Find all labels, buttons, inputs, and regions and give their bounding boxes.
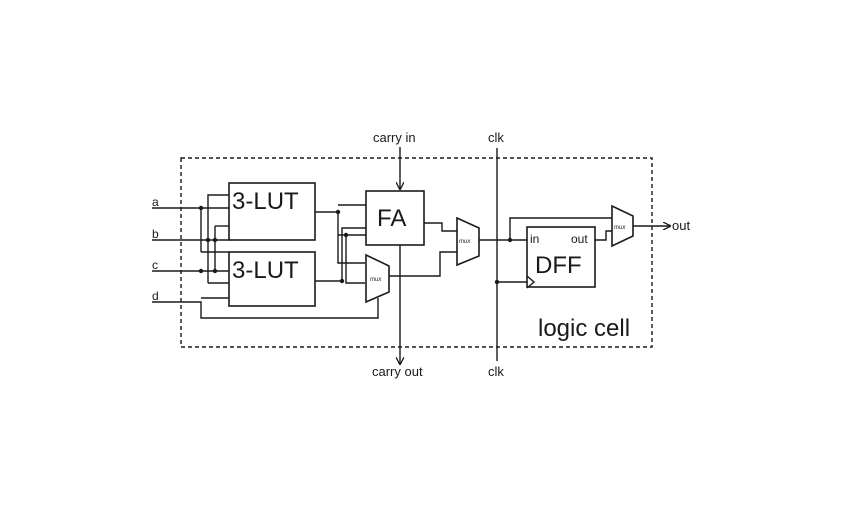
lut-output-wiring: [315, 204, 366, 284]
logic-cell-boundary: [180, 157, 653, 348]
clk-bottom-label: clk: [488, 364, 504, 379]
register-wiring: [479, 217, 612, 285]
carry-in-label: carry in: [373, 130, 416, 145]
input-a: a: [152, 195, 229, 209]
input-c-label: c: [152, 258, 158, 272]
output-label: out: [672, 218, 690, 233]
lut-mux: [365, 253, 390, 304]
dff-out-label: out: [571, 232, 588, 246]
logic-cell-label: logic cell: [538, 315, 630, 342]
input-d: d: [152, 289, 379, 319]
fa-block: [365, 190, 425, 246]
input-a-label: a: [152, 195, 159, 209]
clk-top-label: clk: [488, 130, 504, 145]
input-b-label: b: [152, 227, 159, 241]
sum-mux-label: mux: [459, 239, 471, 245]
fa-label: FA: [377, 205, 406, 232]
input-d-label: d: [152, 289, 159, 303]
lut-bottom-label: 3-LUT: [232, 257, 299, 284]
fa-sum-wire: [424, 222, 457, 232]
carry-out-label: carry out: [372, 364, 423, 379]
output-mux: [611, 204, 634, 248]
sum-mux: [456, 216, 480, 267]
lut-mux-label: mux: [370, 277, 382, 283]
input-c: c: [152, 258, 229, 272]
lut-mux-out-wire: [389, 251, 457, 277]
input-b: b: [152, 227, 229, 241]
dff-in-label: in: [530, 232, 539, 246]
dff-block: [526, 226, 596, 288]
lut-input-wiring: [198, 194, 229, 299]
dff-label: DFF: [535, 252, 582, 279]
dff-clock-triangle: [526, 275, 536, 289]
output-mux-label: mux: [614, 225, 626, 231]
lut-top-block: [228, 182, 316, 241]
lut-bottom-block: [228, 251, 316, 307]
lut-top-label: 3-LUT: [232, 188, 299, 215]
